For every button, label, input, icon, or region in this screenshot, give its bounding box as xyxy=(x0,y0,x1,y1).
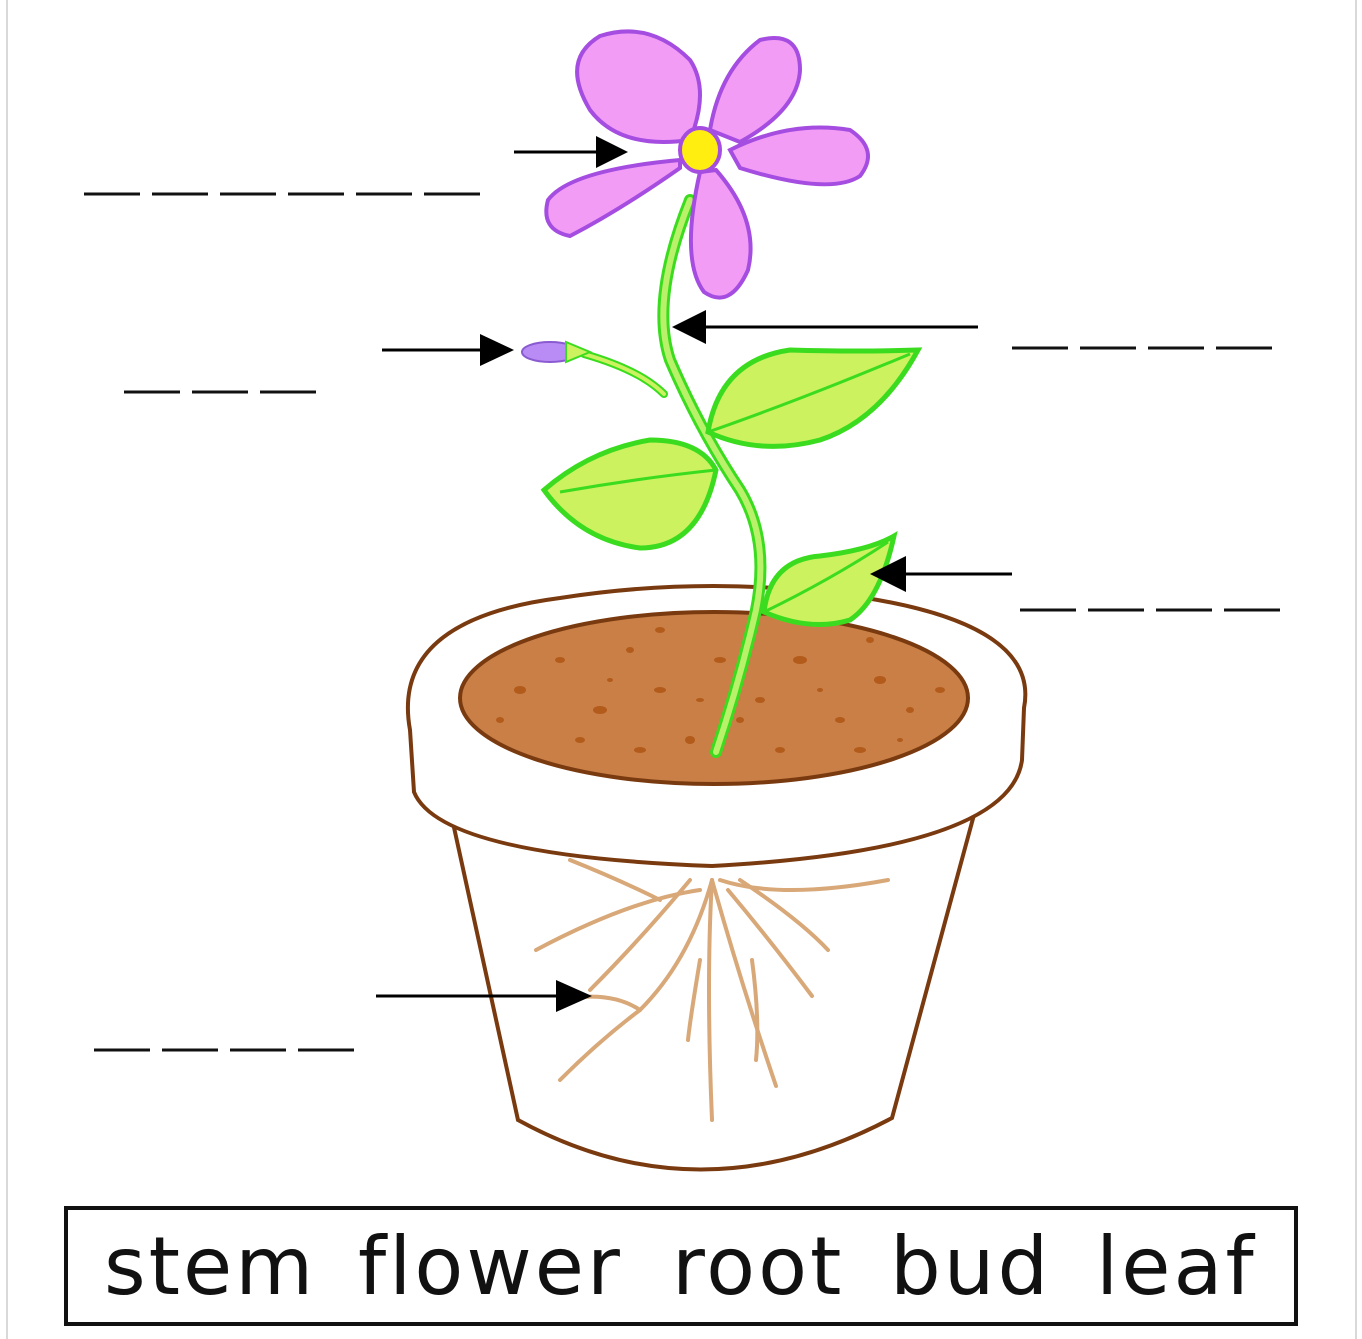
leaf-left xyxy=(544,440,716,548)
bud xyxy=(522,342,590,362)
flower-center xyxy=(680,128,720,172)
stem-arrowhead xyxy=(672,310,706,344)
plant-diagram xyxy=(0,0,1362,1200)
bud-arrowhead xyxy=(480,334,514,366)
bud-branch xyxy=(584,354,664,394)
word-bank: stem flower root bud leaf xyxy=(64,1206,1298,1326)
word-stem[interactable]: stem xyxy=(104,1222,316,1312)
flower xyxy=(546,31,868,297)
flower-arrowhead xyxy=(596,136,628,168)
word-root[interactable]: root xyxy=(672,1222,844,1312)
word-leaf[interactable]: leaf xyxy=(1096,1222,1257,1312)
soil xyxy=(460,612,968,784)
word-flower[interactable]: flower xyxy=(358,1222,623,1312)
word-bud[interactable]: bud xyxy=(890,1222,1051,1312)
